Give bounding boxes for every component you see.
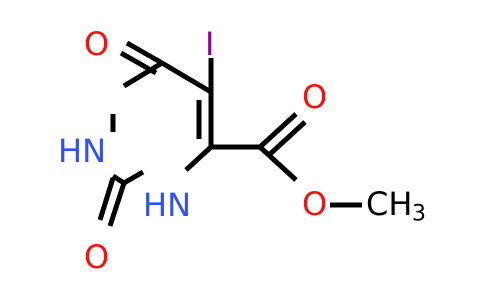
methyl-subscript: 3 — [412, 202, 426, 227]
substituent-bonds — [97, 40, 362, 227]
bond-n3-c2 — [111, 173, 126, 186]
bond-c4-n3 — [122, 60, 164, 89]
bond-c2-o-bottom-2 — [97, 177, 116, 221]
iodine-label: I — [205, 25, 214, 63]
bond-cester-o-carbonyl — [258, 112, 298, 149]
atom-labels: I O HN HN O O O CH 3 — [58, 25, 426, 276]
oxygen-top-label: O — [84, 25, 109, 63]
bond-cester-o-link — [258, 145, 298, 182]
bond-c2-o-bottom — [107, 182, 127, 227]
oxygen-ester-link-label: O — [302, 185, 327, 223]
oxygen-ester-carbonyl-label: O — [302, 78, 327, 116]
bond-c5-c4 — [160, 60, 213, 95]
nh-bottom-label: HN — [143, 186, 191, 224]
methyl-label: CH — [366, 185, 412, 223]
oxygen-bottom-label: O — [84, 238, 109, 276]
nh-left-label: HN — [58, 132, 106, 170]
bond-n1-c6 — [184, 145, 213, 172]
bond-c2-n1 — [122, 169, 145, 186]
bond-cester-o-carbonyl-2 — [267, 120, 307, 157]
ring-bonds — [110, 60, 214, 186]
bond-c4-o-top — [125, 40, 164, 66]
bond-c4-o-top-2 — [119, 50, 158, 76]
